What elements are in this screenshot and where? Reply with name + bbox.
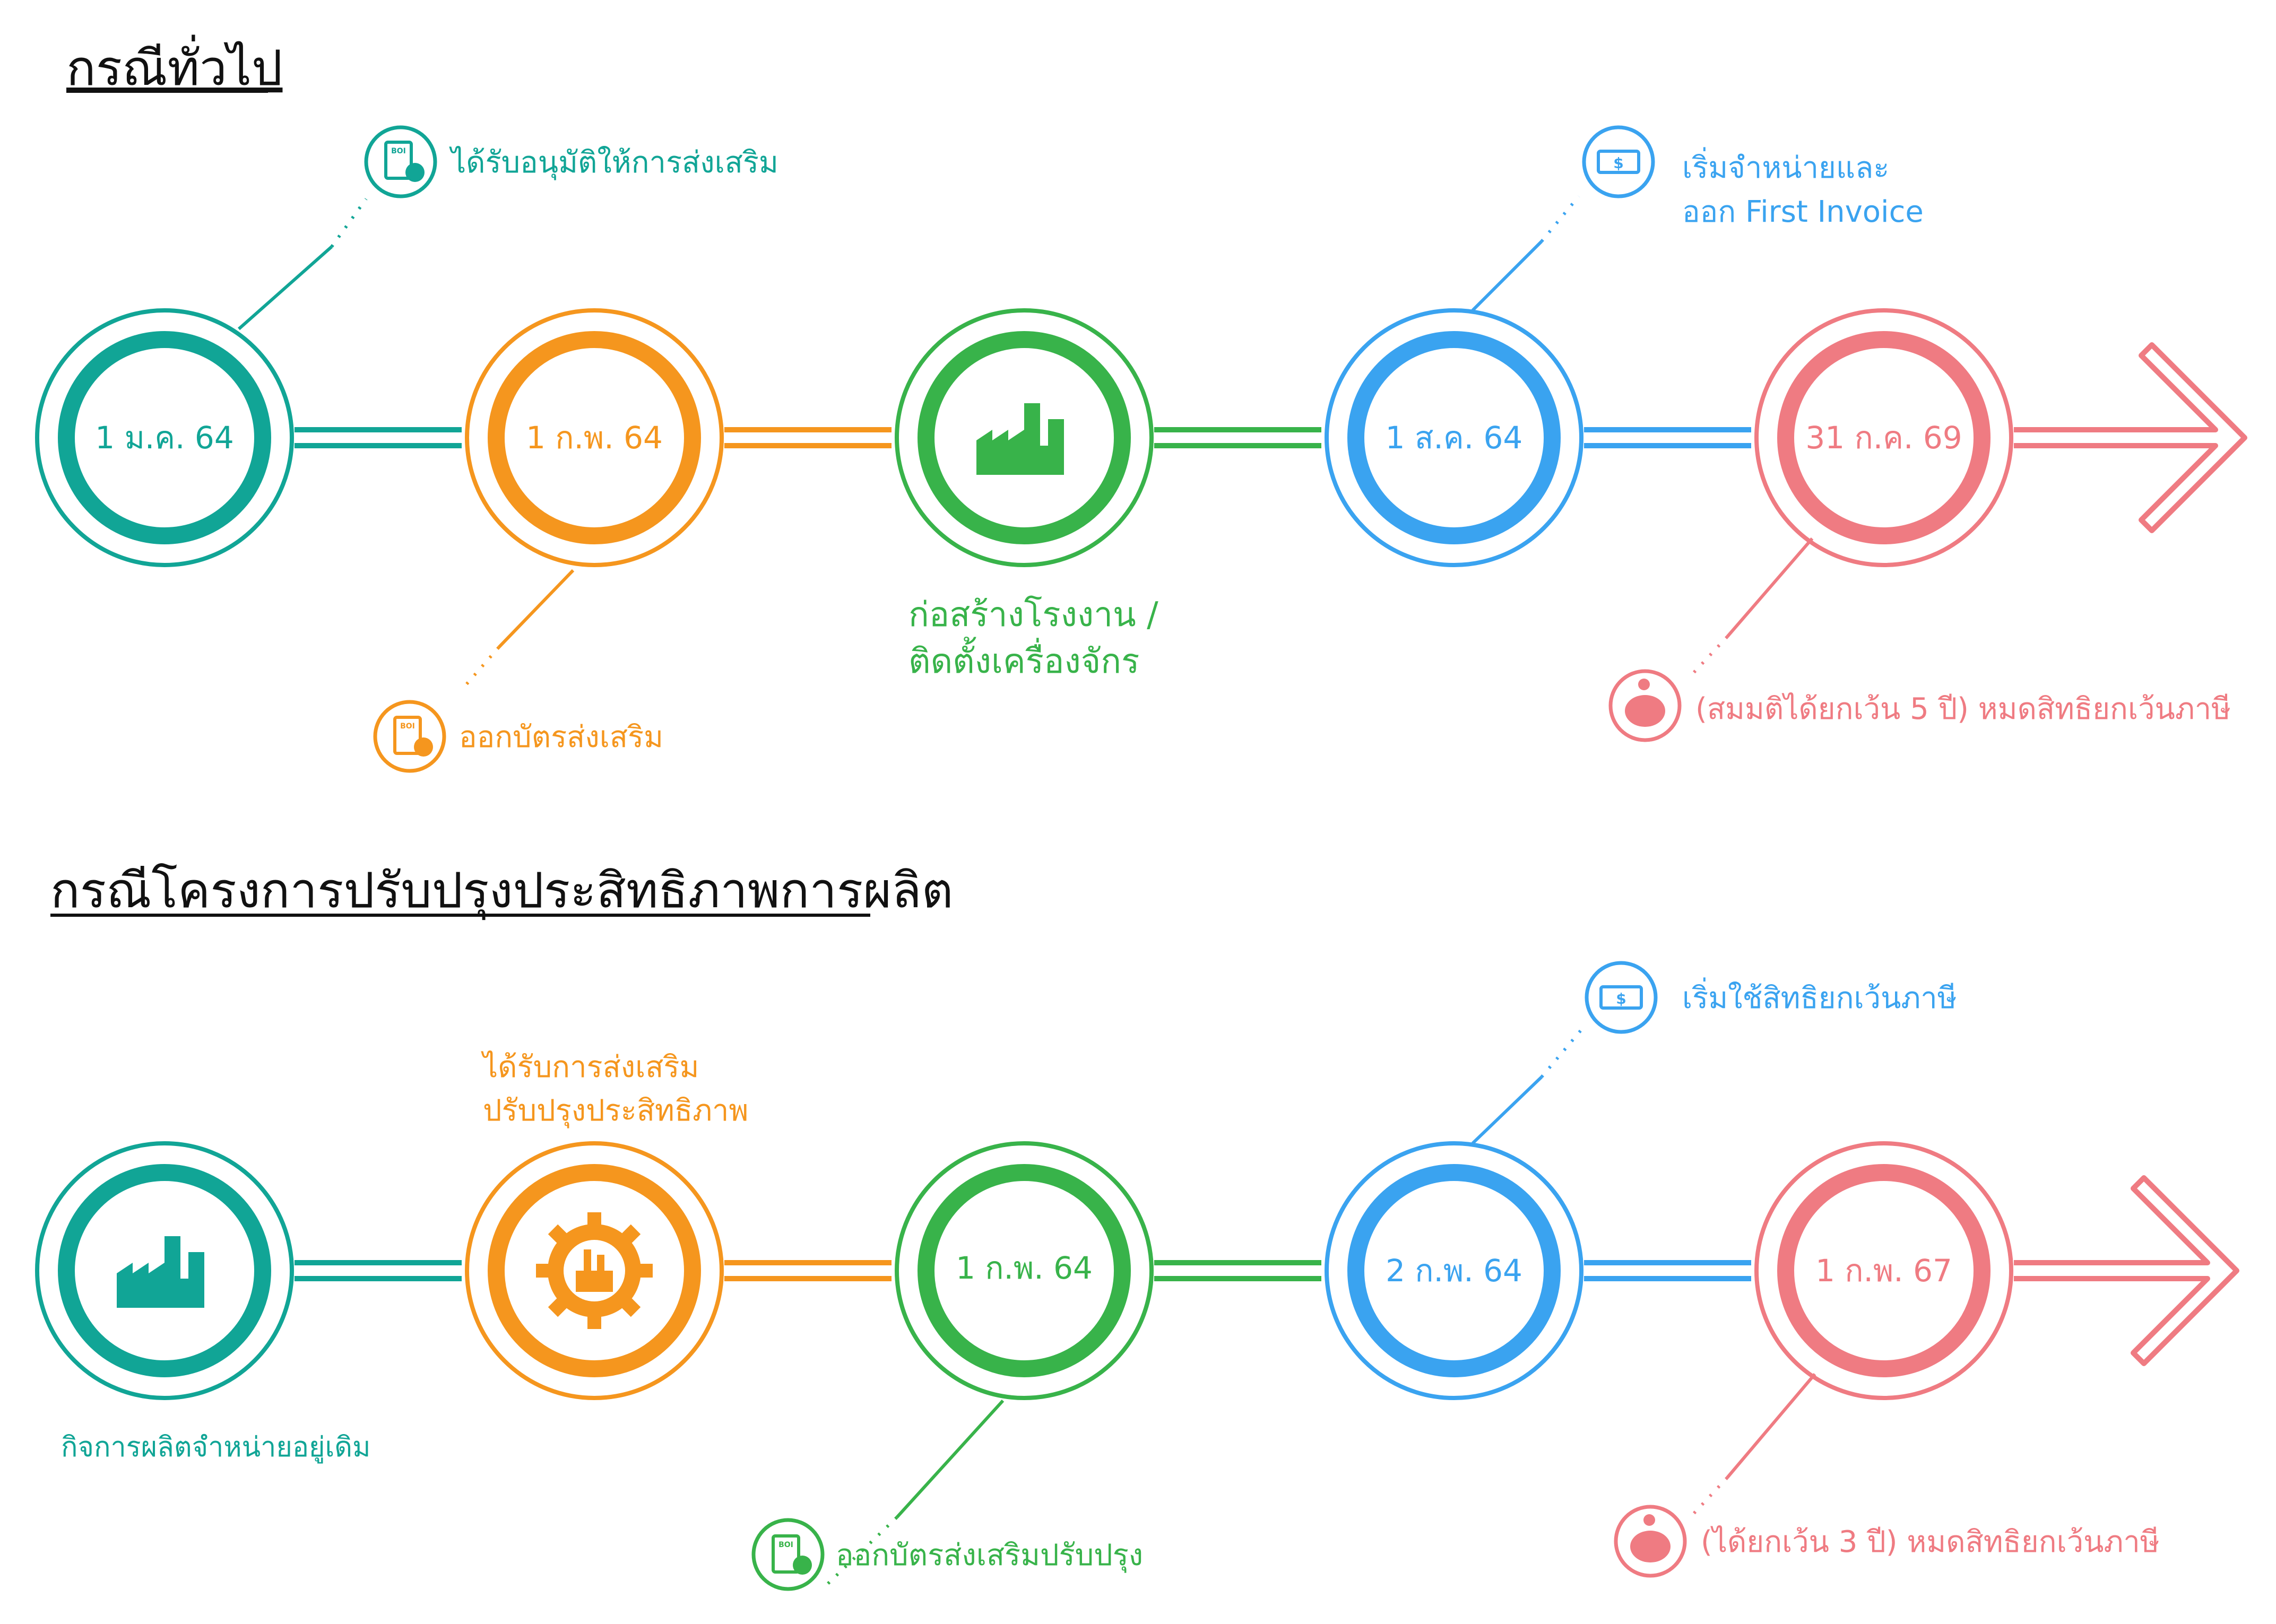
node-2-2	[465, 1141, 724, 1400]
node-date: 1 ก.พ. 64	[956, 1250, 1093, 1286]
node-1-1: 1 ม.ค. 64	[35, 308, 294, 567]
callout-certificate: BOI ออกบัตรส่งเสริม	[373, 569, 663, 773]
callout-approved: BOI ได้รับอนุมัติให้การส่งเสริม	[238, 125, 778, 331]
svg-text:BOI: BOI	[400, 722, 415, 731]
connector-1-2	[295, 427, 462, 448]
document-icon	[772, 1534, 800, 1574]
callout-improve-certificate: BOI ออกบัตรส่งเสริมปรับปรุง	[751, 1399, 1143, 1591]
connector-3-4	[1154, 427, 1321, 448]
label-improve-certificate: ออกบัตรส่งเสริมปรับปรุง	[836, 1538, 1143, 1573]
document-icon	[384, 141, 413, 180]
svg-text:BOI: BOI	[391, 147, 406, 155]
label-invoice-2: ออก First Invoice	[1682, 195, 1924, 229]
label-existing: กิจการผลิตจำหน่ายอยู่เดิม	[61, 1431, 370, 1464]
svg-text:$: $	[1613, 154, 1623, 172]
label-invoice-1: เริ่มจำหน่ายและ	[1682, 147, 1889, 185]
label-expire: (สมมติได้ยกเว้น 5 ปี) หมดสิทธิยกเว้นภาษี	[1695, 692, 2231, 726]
node-1-3	[895, 308, 1154, 567]
connector-2-4-5	[1584, 1260, 1751, 1281]
coin-icon	[1638, 679, 1650, 690]
connector-4-5	[1584, 427, 1751, 448]
node-date: 1 ก.พ. 64	[526, 420, 663, 456]
callout-invoice: $ เริ่มจำหน่ายและ ออก First Invoice	[1471, 125, 1924, 312]
section-title-general: กรณีทั่วไป	[66, 34, 282, 97]
node-1-5: 31 ก.ค. 69	[1754, 308, 2013, 567]
label-promoted-1: ได้รับการส่งเสริม	[481, 1050, 699, 1084]
money-icon	[1599, 985, 1643, 1010]
shield-icon	[405, 163, 425, 182]
label-approved: ได้รับอนุมัติให้การส่งเสริม	[449, 145, 778, 180]
connector-2-3-4	[1154, 1260, 1321, 1281]
label-promoted-2: ปรับปรุงประสิทธิภาพ	[483, 1093, 748, 1128]
gear-factory-icon	[536, 1212, 653, 1329]
node-2-5: 1 ก.พ. 67	[1754, 1141, 2013, 1400]
node-1-2: 1 ก.พ. 64	[465, 308, 724, 567]
document-icon	[393, 716, 422, 755]
badge-icon	[414, 737, 433, 757]
timeline-arrow	[2014, 342, 2247, 533]
node-date: 1 ม.ค. 64	[95, 420, 233, 456]
callout-tax-start: $ เริ่มใช้สิทธิยกเว้นภาษี	[1471, 961, 1957, 1145]
label-construction-1: ก่อสร้างโรงงาน /	[908, 595, 1158, 635]
svg-text:BOI: BOI	[778, 1541, 793, 1549]
connector-2-1-2	[295, 1260, 462, 1281]
label-certificate: ออกบัตรส่งเสริม	[459, 720, 663, 754]
node-date: 1 ก.พ. 67	[1815, 1253, 1952, 1289]
callout-expire-1: (สมมติได้ยกเว้น 5 ปี) หมดสิทธิยกเว้นภาษี	[1608, 537, 2231, 742]
badge-icon	[793, 1556, 812, 1575]
label-tax-start: เริ่มใช้สิทธิยกเว้นภาษี	[1682, 977, 1957, 1015]
node-date: 31 ก.ค. 69	[1805, 420, 1962, 456]
node-2-1	[35, 1141, 294, 1400]
money-icon	[1597, 150, 1640, 174]
callout-expire-2: (ได้ยกเว้น 3 ปี) หมดสิทธิยกเว้นภาษี	[1614, 1373, 2160, 1578]
coin-icon	[1643, 1514, 1655, 1526]
label-expire-2: (ได้ยกเว้น 3 ปี) หมดสิทธิยกเว้นภาษี	[1701, 1525, 2160, 1559]
piggy-bank-icon	[1630, 1531, 1671, 1562]
connector-2-2-3	[724, 1260, 892, 1281]
node-date: 2 ก.พ. 64	[1386, 1253, 1522, 1289]
label-construction-2: ติดตั้งเครื่องจักร	[908, 637, 1139, 681]
node-2-4: 2 ก.พ. 64	[1325, 1141, 1583, 1400]
piggy-bank-icon	[1625, 695, 1665, 727]
node-date: 1 ส.ค. 64	[1386, 420, 1523, 456]
timeline-arrow	[2014, 1175, 2239, 1366]
svg-text:$: $	[1616, 990, 1626, 1008]
section-title-improvement: กรณีโครงการปรับปรุงประสิทธิภาพการผลิต	[50, 862, 953, 920]
node-1-4: 1 ส.ค. 64	[1325, 308, 1583, 567]
connector-2-3	[724, 427, 892, 448]
node-2-3: 1 ก.พ. 64	[895, 1141, 1154, 1400]
